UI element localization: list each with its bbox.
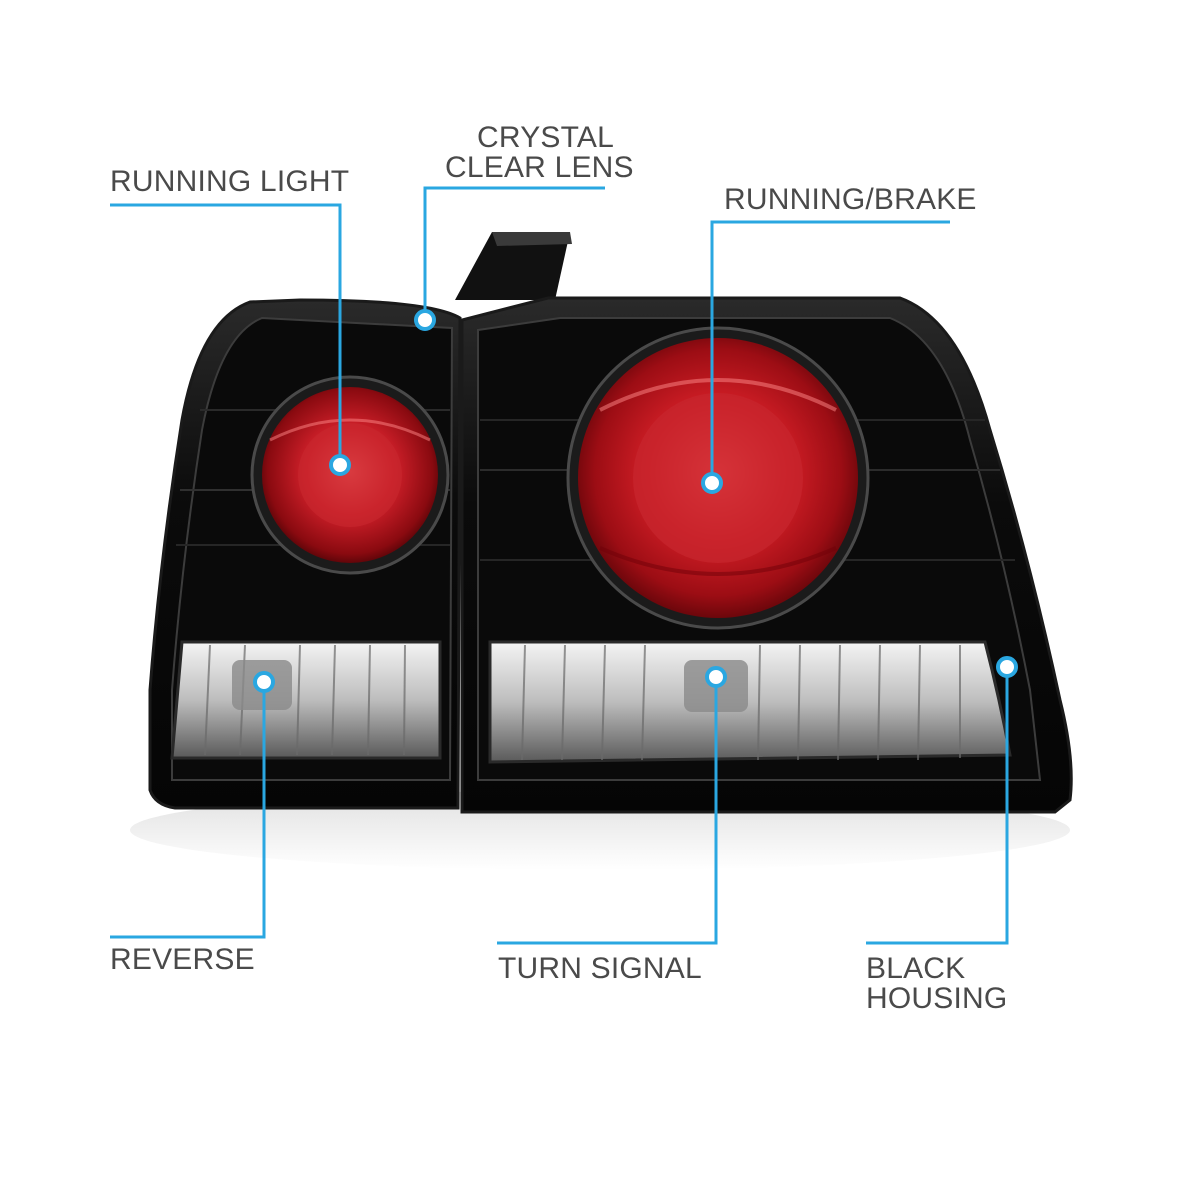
callout-line-crystal-clear-lens bbox=[423, 186, 605, 320]
callout-line-running-light bbox=[110, 203, 342, 465]
label-crystal-clear-lens-line2: CLEAR LENS bbox=[445, 151, 634, 184]
label-black-housing-line1: BLACK bbox=[866, 952, 966, 985]
label-running-brake: RUNNING/BRAKE bbox=[724, 185, 977, 215]
callout-dot-crystal-clear-lens bbox=[414, 309, 436, 331]
callout-line-turn-signal bbox=[497, 677, 718, 945]
label-black-housing: BLACK HOUSING bbox=[866, 954, 1007, 1014]
turn-signal-lens bbox=[488, 640, 1012, 764]
running-light-lens bbox=[250, 375, 450, 575]
label-crystal-clear-lens-line1: CRYSTAL bbox=[477, 121, 615, 154]
label-running-light: RUNNING LIGHT bbox=[110, 167, 349, 197]
callout-dot-turn-signal bbox=[705, 666, 727, 688]
label-crystal-clear-lens: CRYSTAL CLEAR LENS bbox=[445, 121, 634, 184]
callout-line-running-brake bbox=[710, 220, 950, 483]
label-reverse-line1: REVERSE bbox=[110, 943, 255, 976]
label-black-housing-line2: HOUSING bbox=[866, 982, 1008, 1015]
label-running-light-line1: RUNNING LIGHT bbox=[110, 165, 350, 198]
callout-dot-running-light bbox=[329, 454, 351, 476]
callout-line-black-housing bbox=[866, 667, 1009, 945]
callout-dot-running-brake bbox=[701, 472, 723, 494]
label-turn-signal: TURN SIGNAL bbox=[498, 954, 702, 984]
callout-dot-black-housing bbox=[996, 656, 1018, 678]
label-reverse: REVERSE bbox=[110, 945, 255, 975]
label-running-brake-line1: RUNNING/BRAKE bbox=[724, 183, 977, 216]
reverse-lens bbox=[170, 640, 442, 760]
wire-connector bbox=[455, 232, 572, 300]
callout-dot-reverse bbox=[253, 671, 275, 693]
label-turn-signal-line1: TURN SIGNAL bbox=[498, 952, 702, 985]
callout-line-reverse bbox=[110, 682, 266, 939]
